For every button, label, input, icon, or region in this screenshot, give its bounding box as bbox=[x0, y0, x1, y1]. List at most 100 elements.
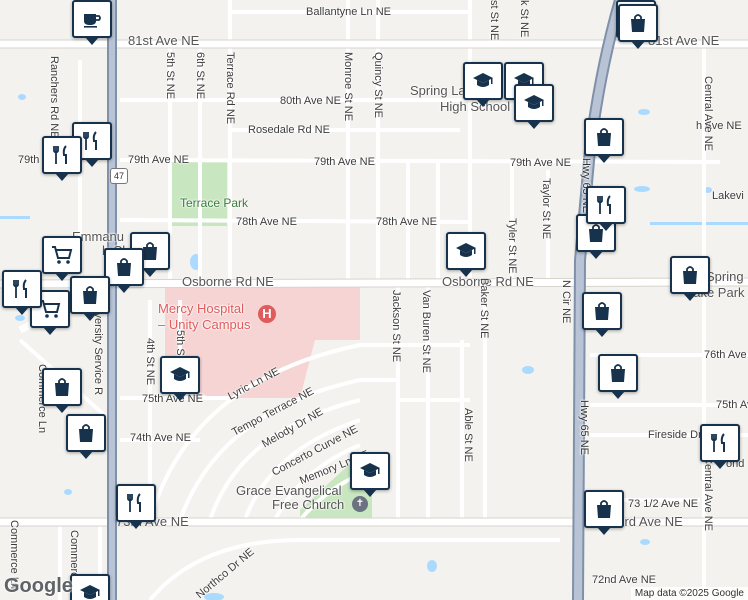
restaurant-marker[interactable] bbox=[586, 186, 626, 231]
shopping-marker[interactable] bbox=[70, 276, 110, 321]
street-label-central: Central Ave NE bbox=[702, 76, 714, 152]
street-label-78th-ave-mid: 78th Ave NE bbox=[376, 216, 437, 228]
street-label-fireside: Fireside Dr bbox=[648, 429, 702, 441]
shopping-marker[interactable] bbox=[104, 248, 144, 293]
school-marker[interactable] bbox=[463, 62, 503, 107]
church-icon: ✝ bbox=[352, 496, 368, 512]
street-label-ranchers: Ranchers Rd NE bbox=[48, 56, 60, 139]
hospital-area bbox=[165, 285, 360, 398]
hospital-icon: H bbox=[258, 305, 276, 323]
graduation-cap-icon bbox=[524, 95, 544, 109]
place-label-terrace-park[interactable]: Terrace Park bbox=[180, 196, 249, 210]
shopping-marker[interactable] bbox=[598, 354, 638, 399]
street-label-vanburen: Van Buren St NE bbox=[420, 290, 432, 373]
street-label-terrace: Terrace Rd NE bbox=[224, 52, 236, 125]
shopping-bag-icon bbox=[55, 378, 69, 396]
shopping-marker[interactable] bbox=[582, 292, 622, 337]
street-label-74th-ave: 74th Ave NE bbox=[130, 432, 191, 444]
school-marker[interactable] bbox=[514, 84, 554, 129]
graduation-cap-icon bbox=[170, 367, 190, 381]
street-label-osborne-right: Osborne Rd NE bbox=[442, 274, 534, 289]
street-label-72nd-ave: 72nd Ave NE bbox=[592, 574, 657, 586]
street-label-80th-ave: 80th Ave NE bbox=[280, 95, 341, 107]
place-label-hospital-line1[interactable]: Mercy Hospital bbox=[158, 301, 244, 316]
place-label-grace-line2[interactable]: Free Church bbox=[272, 497, 345, 512]
graduation-cap-icon bbox=[80, 585, 100, 599]
street-label-76th-ave: 76th Ave NE bbox=[704, 349, 748, 361]
street-label-baker: Baker St NE bbox=[478, 278, 490, 339]
street-label-st-fragment: st St NE bbox=[488, 0, 500, 41]
shopping-bag-icon bbox=[595, 302, 609, 320]
street-label-79th-stub: 79th A bbox=[18, 154, 50, 166]
graduation-cap-icon bbox=[473, 73, 493, 87]
street-label-taylor: Taylor St NE bbox=[540, 178, 552, 240]
street-label-5th-st: 5th St NE bbox=[164, 52, 176, 100]
shopping-bag-icon bbox=[117, 258, 131, 276]
map-attribution[interactable]: Map data ©2025 Google bbox=[630, 587, 748, 600]
school-marker[interactable] bbox=[350, 452, 390, 497]
shopping-bag-icon bbox=[597, 128, 611, 146]
school-marker[interactable] bbox=[70, 574, 110, 600]
fork-knife-icon bbox=[53, 145, 67, 164]
street-label-79th-ave-left: 79th Ave NE bbox=[128, 154, 189, 166]
cafe-marker[interactable] bbox=[72, 0, 112, 45]
street-label-tyler: Tyler St NE bbox=[506, 218, 518, 274]
street-label-78th-ave-left: 78th Ave NE bbox=[236, 216, 297, 228]
street-label-5th-st-lower: 5th St bbox=[174, 330, 186, 359]
school-marker[interactable] bbox=[160, 356, 200, 401]
street-label-ballantyne: Ballantyne Ln NE bbox=[306, 6, 391, 18]
street-label-6th-st: 6th St NE bbox=[194, 52, 206, 100]
shopping-bag-icon bbox=[83, 286, 97, 304]
street-label-79th-ave-mid: 79th Ave NE bbox=[314, 156, 375, 168]
place-label-emmanu[interactable]: Emmanu bbox=[72, 229, 125, 244]
fork-knife-icon bbox=[711, 433, 725, 452]
street-label-73-half-ave: 73 1/2 Ave NE bbox=[628, 498, 699, 510]
school-marker[interactable] bbox=[446, 232, 486, 277]
street-label-k-st-fragment: k St NE bbox=[518, 0, 530, 38]
shopping-marker[interactable] bbox=[584, 118, 624, 163]
shopping-marker[interactable] bbox=[66, 414, 106, 459]
street-label-73rd-ave-right: 73rd Ave NE bbox=[610, 514, 683, 529]
shopping-marker[interactable] bbox=[584, 490, 624, 535]
shopping-bag-icon bbox=[79, 424, 93, 442]
fork-knife-icon bbox=[127, 493, 141, 512]
restaurant-marker[interactable] bbox=[700, 424, 740, 469]
street-label-monroe: Monroe St NE bbox=[342, 52, 354, 122]
street-label-81st-ave-right: 81st Ave NE bbox=[648, 33, 720, 48]
street-label-hwy65: Hwy 65 NE bbox=[578, 400, 590, 456]
restaurant-marker[interactable] bbox=[116, 484, 156, 529]
street-label-jackson: Jackson St NE bbox=[390, 290, 402, 363]
shopping-bag-icon bbox=[631, 14, 645, 32]
place-label-grace-line1[interactable]: Grace Evangelical bbox=[236, 483, 342, 498]
street-label-81st-ave: 81st Ave NE bbox=[128, 33, 200, 48]
street-label-n-cir: N Cir NE bbox=[560, 280, 572, 324]
restaurant-marker[interactable] bbox=[2, 270, 42, 315]
street-label-rosedale: Rosedale Rd NE bbox=[248, 124, 330, 136]
restaurant-marker[interactable] bbox=[42, 136, 82, 181]
shopping-marker[interactable] bbox=[670, 256, 710, 301]
fork-knife-icon bbox=[13, 279, 27, 298]
coffee-cup-icon bbox=[84, 14, 101, 28]
shopping-cart-icon bbox=[52, 246, 73, 264]
street-label-4th-st: 4th St NE bbox=[144, 338, 156, 386]
place-label-school-line2[interactable]: High School bbox=[440, 99, 511, 114]
graduation-cap-icon bbox=[514, 73, 534, 87]
street-label-h-ave: h Ave NE bbox=[696, 120, 742, 132]
curved-streets bbox=[148, 343, 560, 600]
street-label-able: Able St NE bbox=[462, 408, 474, 462]
fork-knife-icon bbox=[597, 195, 611, 214]
shopping-marker[interactable] bbox=[618, 4, 658, 49]
street-label-75th-ave-right: 75th Ave NE bbox=[716, 399, 748, 411]
place-label-hospital-line2[interactable]: – Unity Campus bbox=[158, 317, 251, 332]
shopping-bag-icon bbox=[143, 242, 157, 260]
grocery-marker[interactable] bbox=[42, 236, 82, 281]
shopping-marker[interactable] bbox=[42, 368, 82, 413]
place-label-school-line1[interactable]: Spring Lak bbox=[410, 83, 473, 98]
street-label-lakeview: Lakevi bbox=[712, 190, 744, 202]
street-label-79th-ave-right: 79th Ave NE bbox=[510, 157, 571, 169]
place-label-spring-lake-park-line1[interactable]: Spring bbox=[706, 269, 744, 284]
highway-shield-47: 47 bbox=[110, 168, 128, 184]
street-label-quincy: Quincy St NE bbox=[372, 52, 384, 119]
